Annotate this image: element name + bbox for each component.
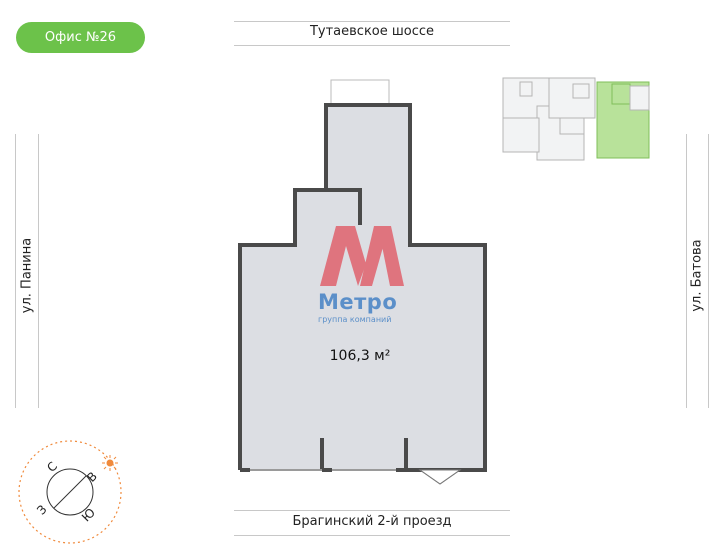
right-street-line-outer <box>708 134 709 408</box>
floor-area <box>240 79 485 470</box>
compass <box>18 440 122 544</box>
bottom-street-label: Брагинский 2-й проезд <box>292 514 452 529</box>
bottom-street-line-upper <box>234 510 510 511</box>
room-area-label: 106,3 м² <box>329 348 391 364</box>
sun-icon <box>102 455 118 471</box>
left-street-line-outer <box>15 134 16 408</box>
right-street-line-inner <box>686 134 687 408</box>
metro-logo-mark <box>320 226 404 286</box>
top-street-line-lower <box>234 45 510 46</box>
entrance-door <box>418 469 462 485</box>
top-street-label: Тутаевское шоссе <box>309 24 435 39</box>
key-plan <box>502 77 650 161</box>
metro-logo-text: Метро <box>318 290 398 314</box>
left-street-line-inner <box>38 134 39 408</box>
top-street-line-upper <box>234 21 510 22</box>
office-badge: Офис №26 <box>16 22 145 53</box>
bottom-street-line-lower <box>234 535 510 536</box>
metro-logo-tagline: группа компаний <box>318 315 392 324</box>
